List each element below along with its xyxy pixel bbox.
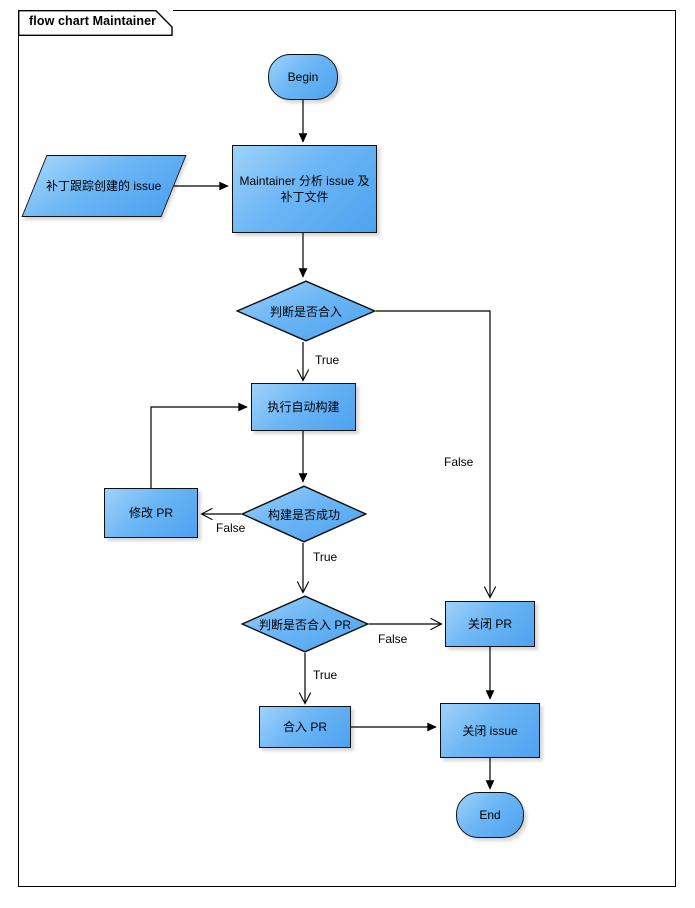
node-modify-pr[interactable]: 修改 PR <box>104 488 198 538</box>
node-analyze[interactable]: Maintainer 分析 issue 及补丁文件 <box>232 145 377 233</box>
node-merge-pr[interactable]: 合入 PR <box>259 706 351 748</box>
edge-label-true-1: True <box>315 353 340 367</box>
node-close-issue[interactable]: 关闭 issue <box>440 703 540 758</box>
edge-label-true-2: True <box>313 550 338 564</box>
node-build-decision[interactable]: 构建是否成功 <box>241 485 367 543</box>
node-close-issue-label: 关闭 issue <box>462 723 518 738</box>
node-analyze-label: Maintainer 分析 issue 及补丁文件 <box>239 174 370 204</box>
node-modify-pr-label: 修改 PR <box>128 506 173 520</box>
node-build-decision-label: 构建是否成功 <box>267 507 340 522</box>
edge-label-false-1: False <box>444 455 474 469</box>
uml-frame-tab <box>18 10 173 36</box>
node-merge-pr-label: 合入 PR <box>282 720 327 734</box>
node-end[interactable]: End <box>456 792 524 838</box>
node-mergepr-decision-label: 判断是否合入 PR <box>258 617 351 632</box>
node-begin-label: Begin <box>287 70 319 84</box>
edge-label-true-3: True <box>313 668 338 682</box>
node-input-issue[interactable]: 补丁跟踪创建的 issue <box>21 155 187 217</box>
edge-mergedec-closepr <box>376 310 497 599</box>
node-merge-decision-label: 判断是否合入 <box>269 304 342 319</box>
edge-label-false-3: False <box>378 632 408 646</box>
frame-title: flow chart Maintainer <box>29 14 157 28</box>
node-autobuild-label: 执行自动构建 <box>267 400 340 414</box>
node-mergepr-decision[interactable]: 判断是否合入 PR <box>241 595 369 653</box>
node-begin[interactable]: Begin <box>268 54 338 100</box>
edge-modifypr-autobuild <box>150 402 248 488</box>
node-close-pr-label: 关闭 PR <box>467 617 512 631</box>
node-autobuild[interactable]: 执行自动构建 <box>251 383 356 431</box>
edge-label-false-2: False <box>216 521 246 535</box>
node-end-label: End <box>479 808 501 822</box>
node-close-pr[interactable]: 关闭 PR <box>445 601 535 647</box>
node-input-issue-label: 补丁跟踪创建的 issue <box>46 179 162 193</box>
node-merge-decision[interactable]: 判断是否合入 <box>236 280 376 342</box>
